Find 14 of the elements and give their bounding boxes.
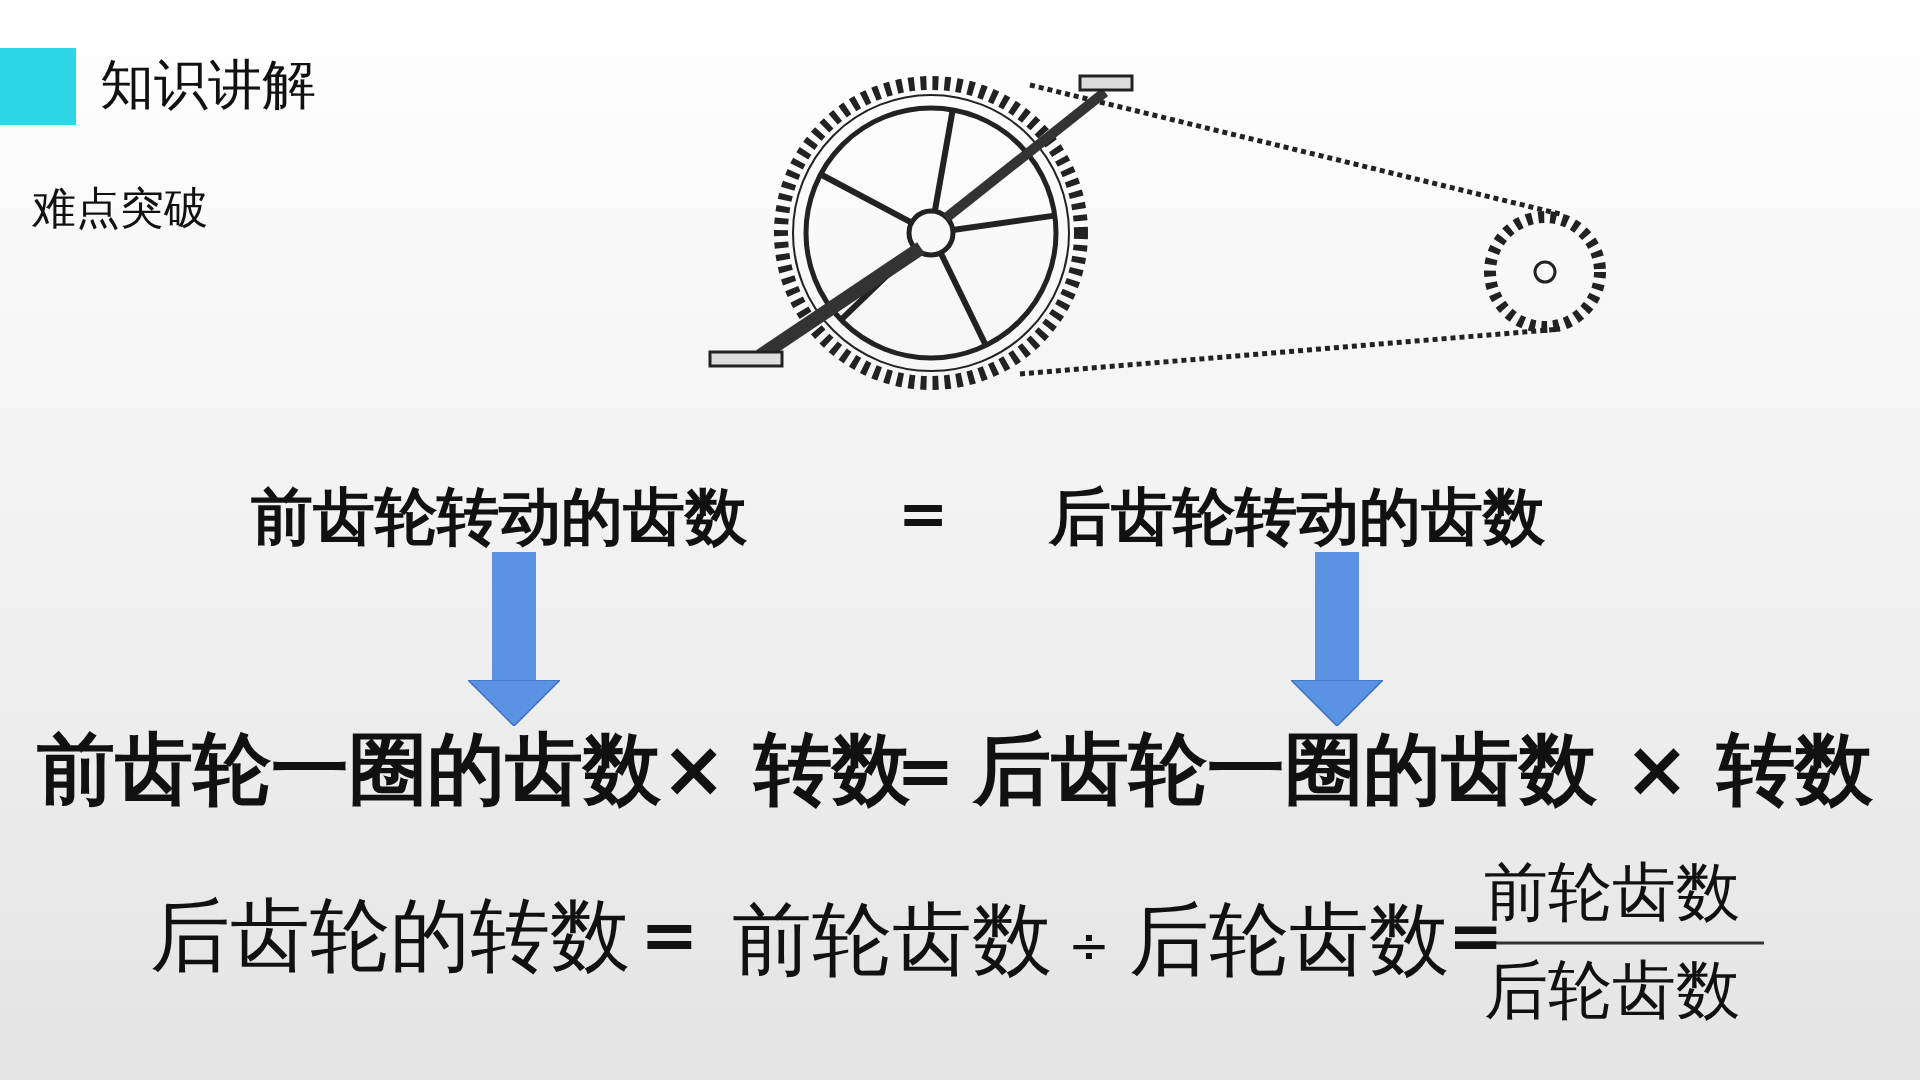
equals-sign: = bbox=[640, 900, 699, 970]
equals-sign: = bbox=[898, 484, 949, 544]
title: 知识讲解 bbox=[100, 58, 316, 112]
fraction-denominator: 后轮齿数 bbox=[1484, 958, 1740, 1022]
equation-text: 后齿轮转动的齿数 bbox=[1049, 486, 1545, 548]
subtitle: 难点突破 bbox=[32, 186, 208, 230]
equation-text: 前轮齿数 bbox=[732, 900, 1052, 980]
down-arrow bbox=[467, 552, 561, 727]
equation-text: 后齿轮一圈的齿数 × 转数 bbox=[973, 730, 1873, 808]
equation-text: 前齿轮转动的齿数 bbox=[251, 486, 747, 548]
division-sign: ÷ bbox=[1068, 920, 1110, 970]
equation-text: 后齿轮的转数 bbox=[150, 896, 630, 976]
equation-text: 后轮齿数 bbox=[1129, 900, 1449, 980]
down-arrow bbox=[1290, 552, 1384, 727]
